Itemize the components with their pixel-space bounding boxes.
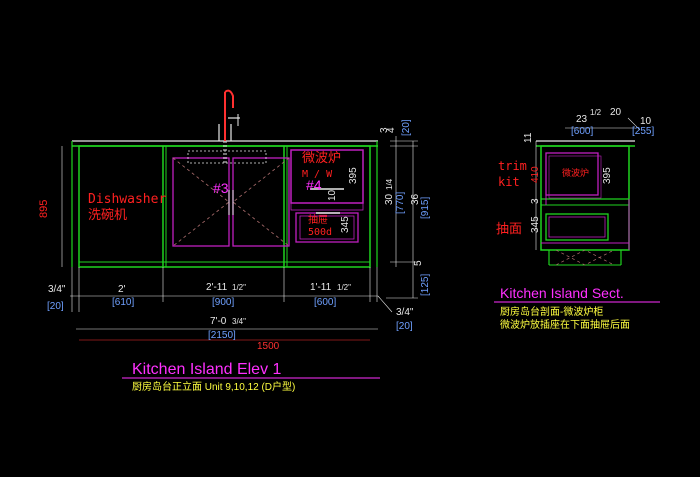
dim-770: [770] <box>395 192 406 214</box>
microwave-label-abbr: M / W <box>302 169 333 180</box>
section-trim-label: trim <box>498 159 527 173</box>
section-base-cross <box>555 249 615 266</box>
section-subtitle-1: 厨房岛台剖面-微波炉柜 <box>500 305 603 318</box>
dim-30-frac: 1/4 <box>385 178 394 190</box>
section-dim-395: 395 <box>602 167 613 184</box>
section-top-600: [600] <box>571 126 593 137</box>
section-drawer-inner <box>548 216 606 238</box>
dim-top-num: 3 <box>379 127 390 133</box>
dim-seg1-ft: 2' <box>118 284 126 295</box>
microwave-label-cn: 微波炉 <box>302 150 341 165</box>
sink-bowl <box>187 150 267 164</box>
dim-seg3-mm: [600] <box>314 297 336 308</box>
section-dim-3: 3 <box>530 198 541 204</box>
section-base-cross-2 <box>555 249 615 266</box>
faucet-icon <box>218 89 240 165</box>
section-top-frac: 1/2 <box>590 108 602 117</box>
section-microwave-inner <box>548 155 602 199</box>
dim-left-frac: 3/4" <box>48 284 66 295</box>
section-top-leader <box>627 117 641 131</box>
section-dim-410: 410 <box>530 166 541 183</box>
section-drawer <box>545 213 609 241</box>
section-microwave-label: 微波炉 <box>562 167 589 178</box>
height-895: 895 <box>38 200 50 218</box>
dim-right-frac: 3/4" <box>396 307 414 318</box>
drawer-label-size: 500d <box>308 227 332 238</box>
dim-total-mm: [2150] <box>208 330 236 341</box>
dim-seg1-mm: [610] <box>112 297 134 308</box>
section-top-10: 10 <box>640 116 652 127</box>
section-title: Kitchen Island Sect. <box>500 285 624 301</box>
dim-total-red: 1500 <box>257 341 280 352</box>
dishwasher-label-en: Dishwasher <box>88 192 166 207</box>
dim-915: [915] <box>420 197 431 219</box>
tag-3: #3 <box>213 180 229 196</box>
dim-seg2-mm: [900] <box>212 297 234 308</box>
dim-left-mm: [20] <box>47 301 64 312</box>
right-dims <box>386 136 418 299</box>
dim-top-den: 4 <box>386 127 397 133</box>
drawer-inner <box>299 215 355 240</box>
dim-seg2-frac: 1/2" <box>232 283 246 292</box>
dim-top-mm: [20] <box>401 119 412 136</box>
section-kit-label: kit <box>498 175 520 189</box>
dim-seg3-ft: 1'-11 <box>310 282 332 293</box>
dim-10: 10 <box>327 189 338 201</box>
sink-door-left <box>172 157 230 247</box>
dim-seg2-ft: 2'-11 <box>206 282 228 293</box>
trim-strip <box>290 202 364 211</box>
dim-345: 345 <box>340 216 351 233</box>
dim-total-frac: 3/4" <box>232 317 246 326</box>
section-microwave <box>545 152 599 196</box>
elevation-view: Dishwasher 洗碗机 #3 #4 微波炉 M / W 抽屉 500d 3… <box>38 89 431 393</box>
section-dim-345: 345 <box>530 216 541 233</box>
door-swing-left <box>172 157 230 247</box>
section-top-20: 20 <box>610 107 622 118</box>
dim-395: 395 <box>348 167 359 184</box>
dim-125: [125] <box>420 274 431 296</box>
sink-door-right <box>232 157 290 247</box>
section-top-255: [255] <box>632 126 654 137</box>
bottom-dims <box>70 267 393 341</box>
dishwasher-label-cn: 洗碗机 <box>88 207 127 222</box>
dim-total-ft: 7'-0 <box>210 316 227 327</box>
dim-right-mm: [20] <box>396 321 413 332</box>
dim-seg3-frac: 1/2" <box>337 283 351 292</box>
section-top-23: 23 <box>576 114 588 125</box>
door-swing-right <box>232 157 290 247</box>
dim-36: 36 <box>410 193 421 205</box>
dim-5: 5 <box>413 260 424 266</box>
elevation-subtitle: 厨房岛台正立面 Unit 9,10,12 (D户型) <box>132 380 295 393</box>
section-dim-11: 11 <box>523 132 534 143</box>
elevation-title: Kitchen Island Elev 1 <box>132 361 282 378</box>
section-subtitle-2: 微波炉放插座在下面抽屉后面 <box>500 318 630 331</box>
section-drawer-label: 抽面 <box>496 221 522 236</box>
tag-4: #4 <box>306 177 322 193</box>
section-view: 微波炉 trim kit 抽面 11 410 395 3 345 23 1/2 … <box>494 107 660 331</box>
dim-30: 30 <box>384 193 395 205</box>
drawer-label-cn: 抽屉 <box>308 213 328 226</box>
